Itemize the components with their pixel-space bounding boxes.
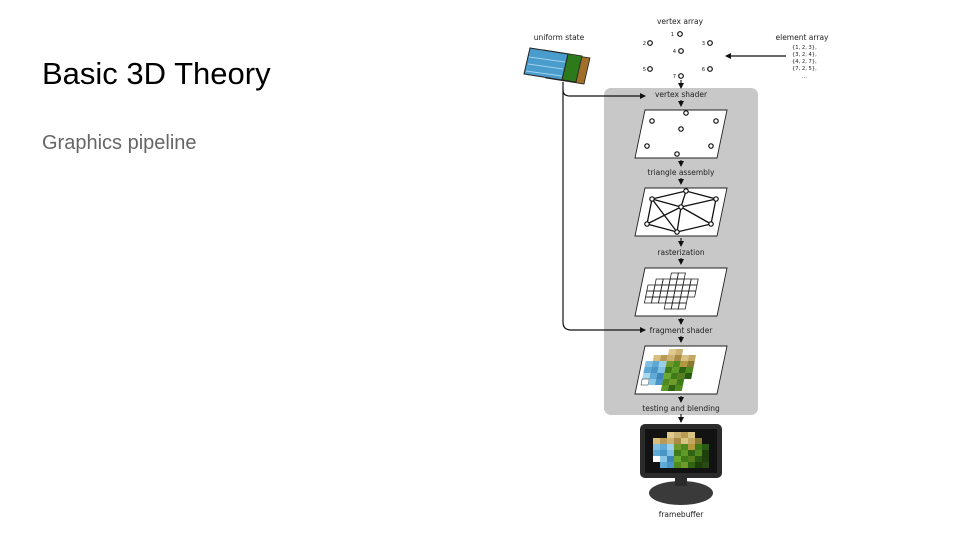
slide-title: Basic 3D Theory (42, 56, 271, 91)
vertex-array-label: vertex array (657, 17, 704, 26)
element-array-value: {1, 2, 3}, (792, 45, 817, 51)
triangle-assembly-label: triangle assembly (648, 168, 715, 177)
vertex-number: 3 (702, 41, 705, 47)
vertex-point (647, 66, 653, 72)
triangle-assembly-panel (634, 187, 728, 237)
vertex-number: 2 (643, 41, 646, 47)
element-array-values: {1, 2, 3}, {3, 2, 4}, {4, 2, 7}, {7, 2, … (792, 45, 817, 80)
vertex-number: 6 (702, 67, 705, 73)
vertex-point (678, 73, 684, 79)
vertex-number: 4 (673, 49, 677, 55)
element-array-value: ... (802, 74, 807, 80)
element-array-value: {4, 2, 7}, (792, 59, 817, 65)
vertex-point (678, 48, 684, 54)
framebuffer-label: framebuffer (659, 510, 705, 519)
vertex-number: 5 (643, 67, 646, 73)
slide-subtitle: Graphics pipeline (42, 132, 197, 154)
uniform-to-fragment-shader-arrow (562, 90, 646, 333)
fragment-shader-label: fragment shader (650, 326, 714, 335)
vertex-point (707, 40, 713, 46)
element-array-label: element array (776, 33, 830, 42)
vertex-point (677, 31, 683, 37)
vertex-point (707, 66, 713, 72)
rasterization-panel (634, 267, 728, 317)
element-array-value: {7, 2, 5}, (792, 66, 817, 72)
vertex-number: 7 (673, 74, 676, 80)
testing-blending-label: testing and blending (642, 404, 720, 413)
rasterization-label: rasterization (657, 248, 704, 257)
pipeline-panel (604, 88, 758, 415)
fragment-shader-panel (634, 345, 728, 395)
framebuffer-monitor-icon (640, 424, 722, 505)
vertex-array-points: 1 2 3 4 5 6 7 (643, 31, 713, 80)
element-array-value: {3, 2, 4}, (792, 52, 817, 58)
uniform-state-textures-icon (523, 47, 591, 85)
vertex-shader-label: vertex shader (655, 90, 708, 99)
vertex-number: 1 (671, 32, 674, 38)
uniform-state-label: uniform state (534, 33, 585, 42)
vertex-point (647, 40, 653, 46)
vertex-shader-panel (634, 109, 728, 159)
